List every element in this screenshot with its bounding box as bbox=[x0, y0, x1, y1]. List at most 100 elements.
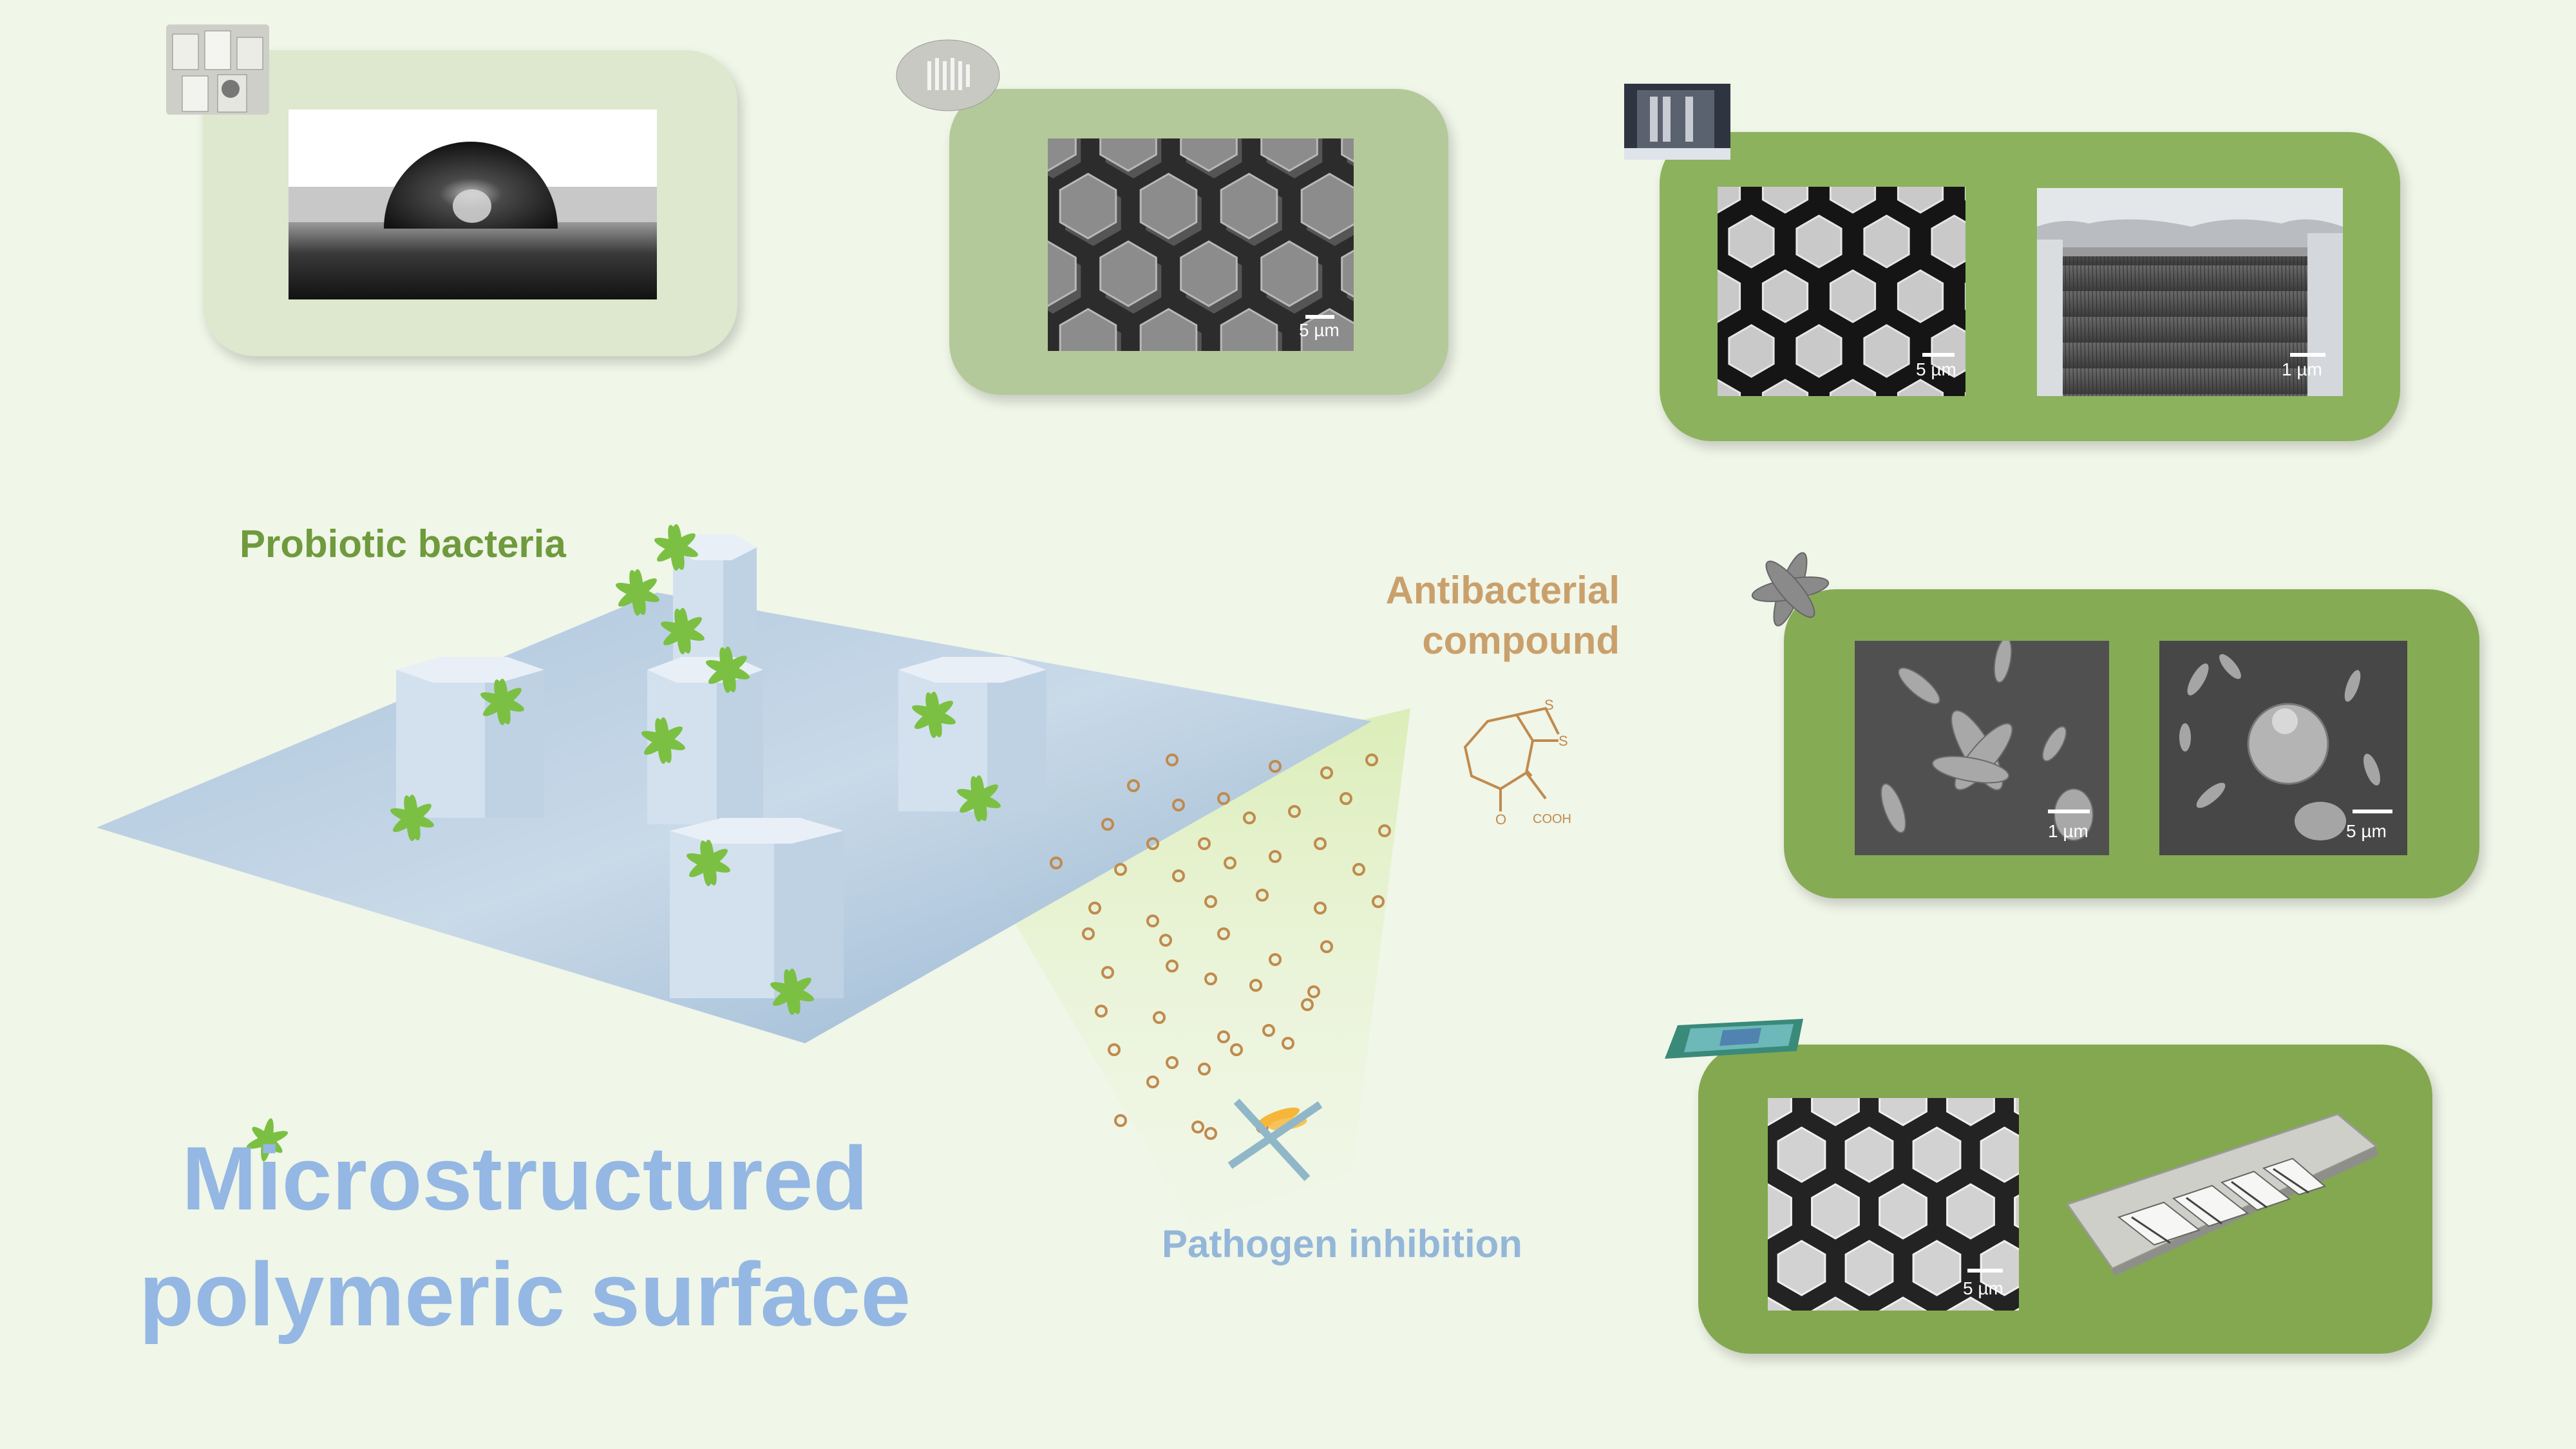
compound-molecule bbox=[1050, 857, 1063, 869]
compound-molecule bbox=[1088, 902, 1101, 914]
hexagon-pillar bbox=[1946, 1183, 1995, 1240]
compound-molecule bbox=[1198, 837, 1211, 850]
compound-molecule bbox=[1320, 766, 1333, 779]
compound-molecule bbox=[1352, 863, 1365, 876]
hexagon-pillar bbox=[1777, 1240, 1826, 1296]
hexagonal-pillar bbox=[898, 657, 1046, 811]
slide-icon bbox=[1665, 1019, 1803, 1059]
compound-molecule bbox=[1114, 863, 1127, 876]
title-bacterium-icon bbox=[246, 1118, 289, 1162]
hexagon-pillar bbox=[1829, 379, 1877, 396]
compound-molecule bbox=[1217, 1030, 1230, 1043]
hexagonal-pillar bbox=[670, 818, 844, 998]
compound-molecule bbox=[1269, 760, 1282, 773]
compound-molecule bbox=[1224, 857, 1236, 869]
hexagon-pillar bbox=[1879, 1296, 1927, 1311]
hexagon-pillar bbox=[1795, 214, 1842, 269]
hexagon-pillar bbox=[1728, 214, 1775, 269]
hexagon-pillar bbox=[1220, 173, 1278, 240]
compound-molecule bbox=[1172, 799, 1185, 811]
hexagon-pillar bbox=[1341, 249, 1354, 298]
hexagon-pillar bbox=[1180, 138, 1238, 172]
compound-molecule bbox=[1314, 902, 1327, 914]
bacteria-cluster-image: 1 µm bbox=[1855, 641, 2109, 855]
atom-s1: S bbox=[1544, 697, 1554, 713]
hexagon-pillar bbox=[1260, 240, 1318, 307]
device-icon bbox=[2065, 1113, 2378, 1275]
hexagon-pillar bbox=[1300, 308, 1354, 351]
hexagon-pillar bbox=[1718, 379, 1741, 396]
hexagon-pillar bbox=[1761, 187, 1809, 214]
compound-molecule bbox=[1243, 811, 1256, 824]
tube-thumbnail bbox=[166, 24, 269, 115]
hexagon-pillar bbox=[1768, 1296, 1792, 1311]
probiotic-bacterium bbox=[390, 795, 434, 841]
compound-molecule bbox=[1288, 805, 1301, 818]
scale-label: 5 µm bbox=[2346, 821, 2387, 841]
hexagon-pillar bbox=[1946, 1296, 1995, 1311]
compound-molecule bbox=[1146, 1075, 1159, 1088]
compound-molecule bbox=[1166, 960, 1179, 972]
scale-label: 5 µm bbox=[1916, 359, 1956, 379]
hexagon-pillar bbox=[1897, 379, 1944, 396]
hexagon-pillar bbox=[1777, 1126, 1826, 1183]
hexagon-pillar bbox=[1863, 324, 1910, 378]
hexagon-pillar bbox=[1099, 138, 1157, 172]
probiotic-bacterium bbox=[480, 679, 524, 725]
hexagon-pillar bbox=[2014, 1194, 2019, 1229]
hexagon-pillar bbox=[1897, 269, 1944, 323]
cross-section-image: 1 µm bbox=[2037, 188, 2343, 396]
scale-label: 5 µm bbox=[1299, 320, 1340, 340]
compound-molecule bbox=[1082, 927, 1095, 940]
compound-molecule bbox=[1153, 1011, 1166, 1024]
compound-molecule bbox=[1256, 889, 1269, 902]
pathogen-label: Pathogen inhibition bbox=[1162, 1222, 1522, 1265]
antibacterial-line1: Antibacterial bbox=[1385, 569, 1620, 612]
probiotic-bacterium bbox=[654, 524, 698, 571]
compound-molecule bbox=[1320, 940, 1333, 953]
hexagon-pillar bbox=[1844, 1126, 1894, 1183]
compound-molecule bbox=[1314, 837, 1327, 850]
compound-molecule bbox=[1127, 779, 1140, 792]
probiotic-bacterium bbox=[706, 647, 750, 693]
bacteria-icon bbox=[1751, 552, 1830, 627]
hexagon-pillar bbox=[1811, 1183, 1860, 1240]
compound-molecule bbox=[1372, 895, 1385, 908]
hexagon-pillar bbox=[1912, 1126, 1962, 1183]
hexagon-pillar bbox=[1220, 308, 1278, 351]
hexagon-pillar bbox=[1980, 1240, 2019, 1296]
probiotic-bacterium bbox=[957, 775, 1001, 822]
probiotic-bacterium bbox=[770, 969, 814, 1015]
compound-molecule bbox=[1230, 1043, 1243, 1056]
hexagon-pillar bbox=[1341, 138, 1354, 163]
hexagon-coated-image: 5 µm bbox=[1768, 1098, 2019, 1311]
compound-structure: S S O COOH bbox=[1463, 697, 1571, 828]
hexagon-pillar bbox=[1059, 173, 1117, 240]
hexagon-pillar bbox=[1768, 1098, 1792, 1126]
hexagonal-pillar bbox=[396, 657, 544, 818]
hexagon-pillar bbox=[1139, 173, 1198, 240]
hexagon-pillar bbox=[1795, 324, 1842, 378]
hexagon-pillar bbox=[1912, 1240, 1962, 1296]
compound-molecule bbox=[1101, 966, 1114, 979]
hexagon-pillar bbox=[1844, 1240, 1894, 1296]
compound-molecule bbox=[1307, 985, 1320, 998]
hexagon-pillar bbox=[1829, 187, 1877, 214]
probiotic-bacterium bbox=[661, 608, 705, 654]
hexagon-pillar bbox=[1829, 269, 1877, 323]
contact-angle-image bbox=[289, 109, 657, 299]
hexagon-pillar bbox=[2014, 1307, 2019, 1311]
compound-molecule bbox=[1340, 792, 1352, 805]
hexagon-pillar bbox=[1048, 240, 1077, 307]
bacteria-thumbnail bbox=[1739, 528, 1842, 644]
compound-molecule bbox=[1365, 753, 1378, 766]
hexagon-pillar bbox=[1811, 1296, 1860, 1311]
hexagon-pillar bbox=[1761, 269, 1809, 323]
probiotic-bacterium bbox=[912, 692, 956, 738]
title-line2: polymeric surface bbox=[138, 1244, 911, 1345]
hexagon-pillar bbox=[1260, 138, 1318, 172]
compound-molecule bbox=[1095, 1005, 1108, 1018]
chip-icon bbox=[1624, 84, 1730, 160]
hexagon-pillar bbox=[1897, 187, 1944, 214]
bacteria-colony-image: 5 µm bbox=[2159, 641, 2407, 855]
